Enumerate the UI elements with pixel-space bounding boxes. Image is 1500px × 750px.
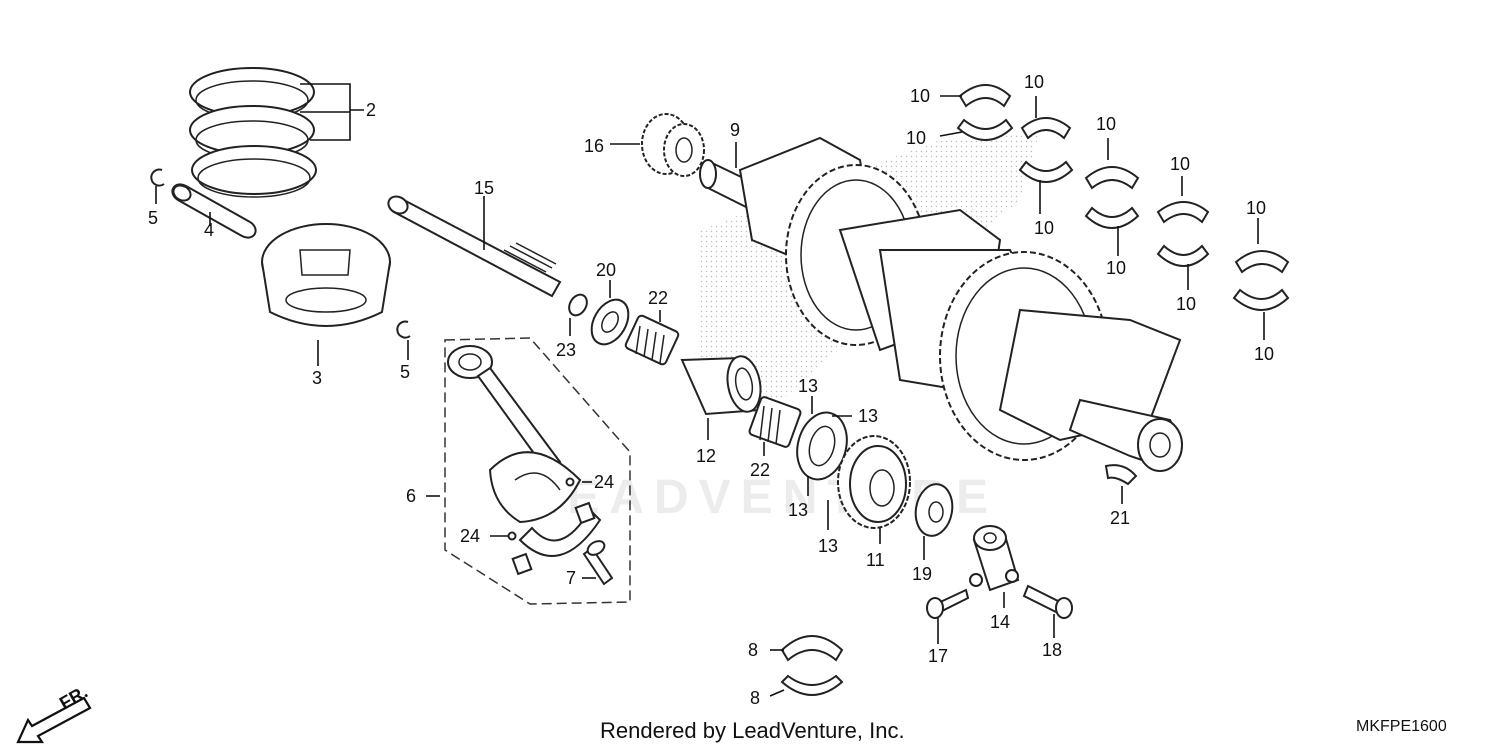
callout-19: 19 (912, 564, 932, 584)
circlip-lower[interactable] (396, 320, 411, 339)
callout-21: 21 (1110, 508, 1130, 528)
callout-10-d: 10 (1034, 218, 1054, 238)
dowel-pin-lower[interactable] (507, 531, 517, 541)
callout-5-upper: 5 (148, 208, 158, 228)
callout-10-b: 10 (906, 128, 926, 148)
thrust-washer-small[interactable] (566, 291, 591, 318)
piston-rings[interactable] (189, 67, 317, 198)
callout-10-a: 10 (910, 86, 930, 106)
balancer-drive-gear[interactable] (837, 435, 911, 529)
callout-12: 12 (696, 446, 716, 466)
callout-13-d: 13 (818, 536, 838, 556)
callout-4: 4 (204, 220, 214, 240)
front-arrow-icon (16, 696, 92, 744)
callout-22-lower: 22 (750, 460, 770, 480)
balancer-sleeve[interactable] (680, 354, 765, 416)
callout-13-b: 13 (858, 406, 878, 426)
callout-16: 16 (584, 136, 604, 156)
watermark: LEADVENTURE (528, 471, 999, 524)
callout-10-e: 10 (1096, 114, 1116, 134)
circlip-upper[interactable] (150, 168, 165, 187)
connecting-rod-assembly-box (444, 337, 631, 605)
callout-20: 20 (596, 260, 616, 280)
leader-lines (155, 83, 1265, 697)
callout-9: 9 (730, 120, 740, 140)
callout-labels: 2 3 4 5 5 6 7 8 8 9 10 10 10 10 10 10 10… (148, 72, 1274, 708)
callout-10-g: 10 (1170, 154, 1190, 174)
callout-6: 6 (406, 486, 416, 506)
rod-bolt[interactable] (582, 538, 614, 586)
bolt-right[interactable] (1022, 584, 1073, 619)
needle-bearing-upper[interactable] (624, 314, 680, 366)
callout-18: 18 (1042, 640, 1062, 660)
callout-10-c: 10 (1024, 72, 1044, 92)
needle-bearing-lower[interactable] (748, 396, 802, 448)
callout-5-lower: 5 (400, 362, 410, 382)
small-gear[interactable] (641, 113, 705, 177)
callout-13-a: 13 (798, 376, 818, 396)
piston[interactable] (261, 223, 391, 327)
woodruff-key[interactable] (1104, 464, 1138, 486)
callout-11: 11 (866, 550, 885, 570)
callout-10-j: 10 (1254, 344, 1274, 364)
callout-15: 15 (474, 178, 494, 198)
connecting-rod-cap[interactable] (511, 501, 602, 576)
balancer-holder[interactable] (969, 525, 1020, 592)
thrust-washer-large[interactable] (584, 293, 636, 351)
callout-22-upper: 22 (648, 288, 668, 308)
callout-10-f: 10 (1106, 258, 1126, 278)
callout-17: 17 (928, 646, 948, 666)
callout-13-c: 13 (788, 500, 808, 520)
callout-14: 14 (990, 612, 1010, 632)
balancer-shaft[interactable] (385, 193, 562, 298)
crankpin-bearing-lower[interactable] (780, 674, 844, 696)
callout-24-upper: 24 (594, 472, 614, 492)
callout-24-lower: 24 (460, 526, 480, 546)
diagram-code: MKFPE1600 (1356, 718, 1447, 735)
damper-rubbers[interactable] (790, 407, 854, 485)
callout-23: 23 (556, 340, 576, 360)
crankshaft[interactable] (699, 136, 1183, 472)
front-direction-indicator: FR. (16, 682, 92, 744)
callout-10-h: 10 (1176, 294, 1196, 314)
callout-10-i: 10 (1246, 198, 1266, 218)
connecting-rod[interactable] (447, 345, 582, 524)
callout-3: 3 (312, 368, 322, 388)
callout-8-upper: 8 (748, 640, 758, 660)
crankpin-bearing-upper[interactable] (780, 635, 844, 662)
washer[interactable] (912, 481, 956, 538)
callout-7: 7 (566, 568, 576, 588)
callout-8-lower: 8 (750, 688, 760, 708)
dowel-pin-upper[interactable] (565, 477, 575, 487)
render-credit: Rendered by LeadVenture, Inc. (600, 718, 905, 743)
piston-pin[interactable] (171, 182, 257, 239)
bolt-left[interactable] (926, 588, 970, 619)
main-bearing-shells[interactable] (956, 84, 1290, 311)
callout-2: 2 (366, 100, 376, 120)
